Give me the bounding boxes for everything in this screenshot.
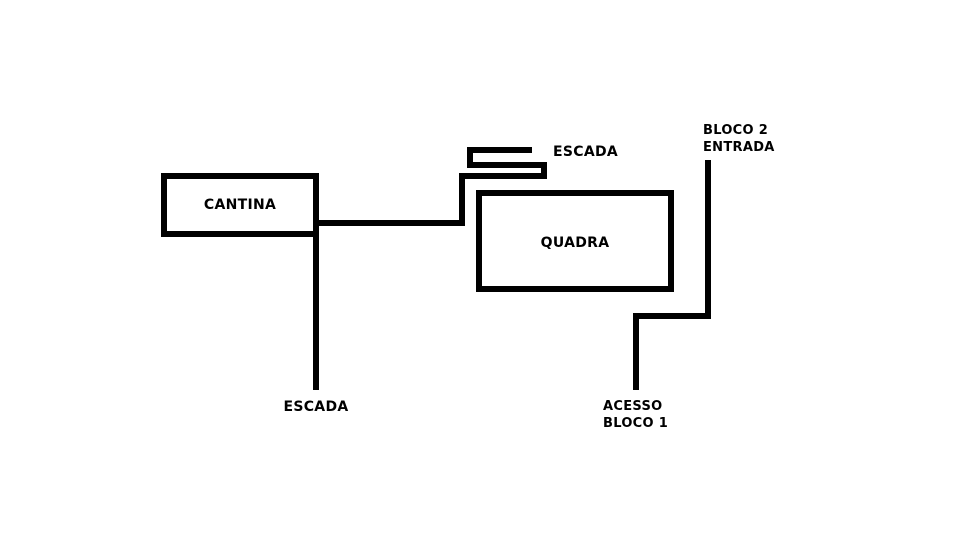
escada-top-label: ESCADA (553, 144, 618, 160)
acesso-label-line2: BLOCO 1 (603, 416, 668, 431)
quadra-label: QUADRA (541, 235, 610, 251)
bloco2-label-line1: BLOCO 2 (703, 123, 768, 138)
path-cantina-to-stair (316, 147, 547, 226)
quadra-room (476, 190, 674, 292)
escada-bottom-label: ESCADA (283, 399, 348, 415)
acesso-label-line1: ACESSO (603, 399, 662, 414)
path-bloco2-to-bloco1 (633, 160, 711, 390)
cantina-room (161, 173, 319, 237)
bloco2-label-line2: ENTRADA (703, 140, 775, 155)
cantina-label: CANTINA (204, 197, 276, 213)
